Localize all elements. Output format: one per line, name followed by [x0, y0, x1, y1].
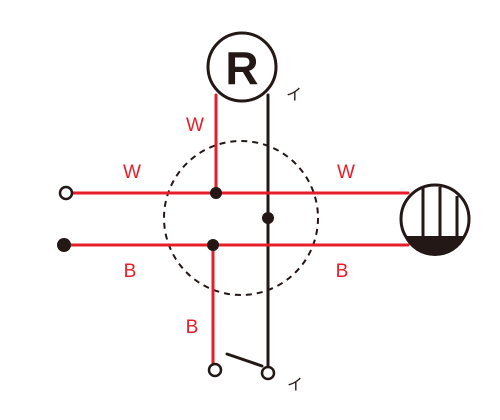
relay-letter: R [225, 42, 258, 94]
source-terminal-white [58, 185, 74, 201]
label-left-bottom: B [124, 261, 137, 282]
label-relay-wire: W [186, 115, 204, 136]
lamp-symbol [399, 183, 471, 257]
label-right-bottom: B [336, 261, 349, 282]
label-relay-terminal: イ [286, 85, 302, 104]
switch-terminal-right [260, 365, 276, 381]
junction-box [163, 140, 319, 296]
relay-symbol [206, 31, 278, 103]
label-switch-terminal: イ [287, 375, 303, 394]
label-switch-wire: B [186, 317, 199, 338]
junction-dot-switch [262, 212, 274, 224]
junction-dot-white [210, 187, 222, 199]
switch-terminal-left [207, 362, 223, 378]
label-right-top: W [337, 162, 355, 183]
switch-blade [225, 352, 264, 368]
junction-dot-black [207, 239, 219, 251]
label-left-top: W [123, 162, 141, 183]
source-terminal-black [57, 238, 71, 252]
